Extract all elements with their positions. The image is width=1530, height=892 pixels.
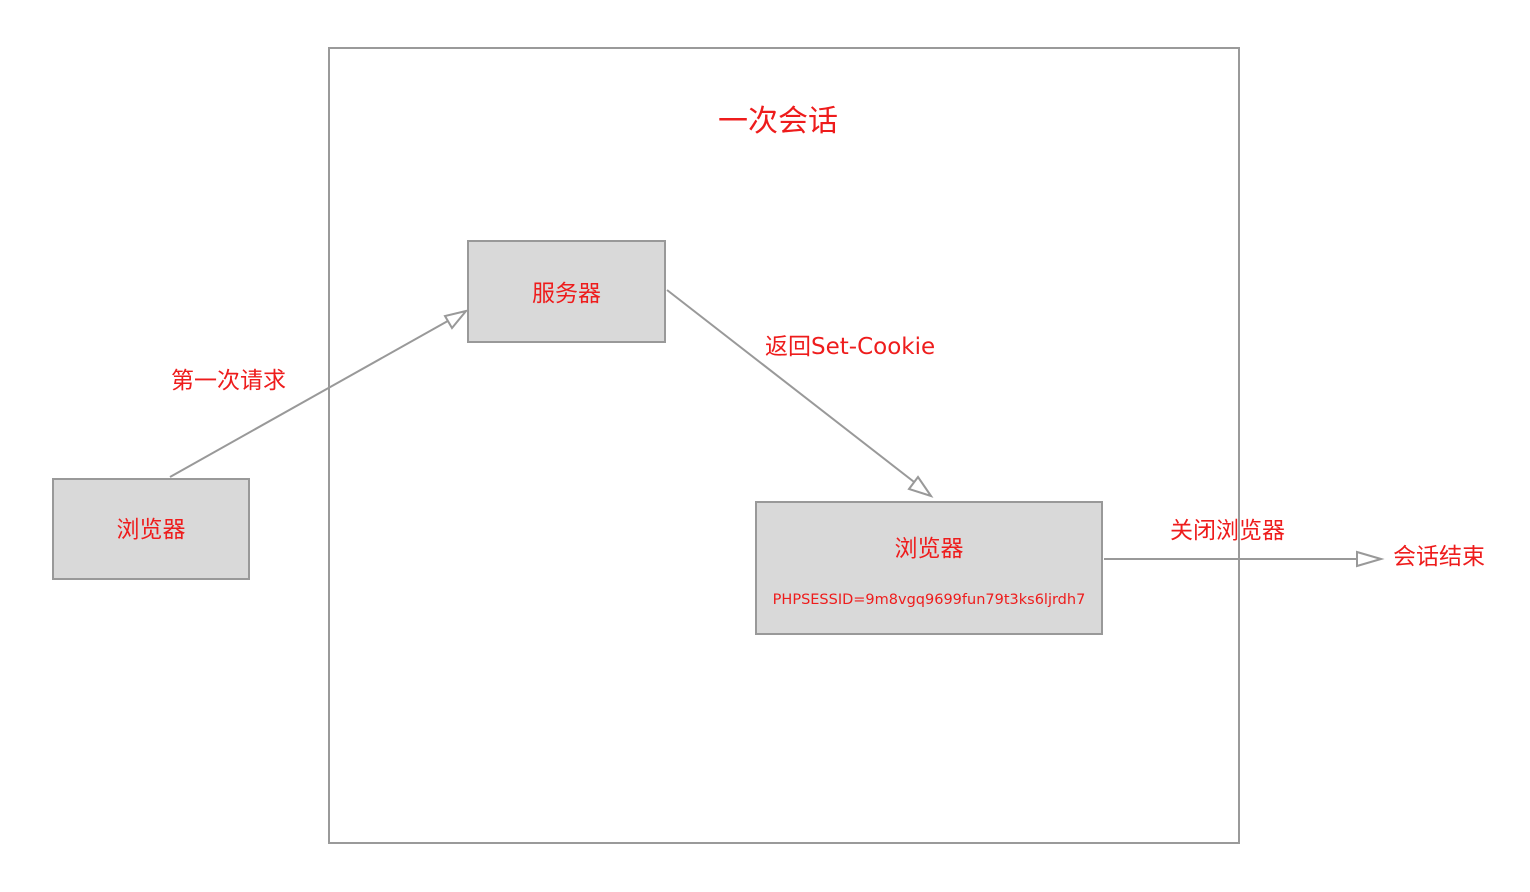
set-cookie-arrow: [666, 289, 928, 493]
session-title: 一次会话: [718, 104, 838, 139]
browser-start-node: 浏览器: [52, 478, 250, 580]
set-cookie-arrowhead: [907, 475, 934, 498]
session-frame: [328, 47, 1240, 844]
set-cookie-label: 返回Set-Cookie: [765, 334, 936, 360]
browser-cookie-node: 浏览器 PHPSESSID=9m8vgq9699fun79t3ks6ljrdh7: [755, 501, 1103, 635]
close-browser-label: 关闭浏览器: [1170, 518, 1285, 544]
server-node: 服务器: [467, 240, 666, 343]
session-id-text: PHPSESSID=9m8vgq9699fun79t3ks6ljrdh7: [772, 592, 1086, 608]
browser-cookie-label: 浏览器: [894, 536, 964, 562]
browser-start-label: 浏览器: [116, 517, 186, 543]
first-request-arrowhead: [443, 309, 469, 330]
session-end-label: 会话结束: [1393, 544, 1485, 570]
first-request-arrow: [169, 312, 463, 478]
server-label: 服务器: [532, 281, 601, 307]
close-browser-arrowhead: [1356, 550, 1385, 568]
first-request-label: 第一次请求: [171, 368, 286, 394]
